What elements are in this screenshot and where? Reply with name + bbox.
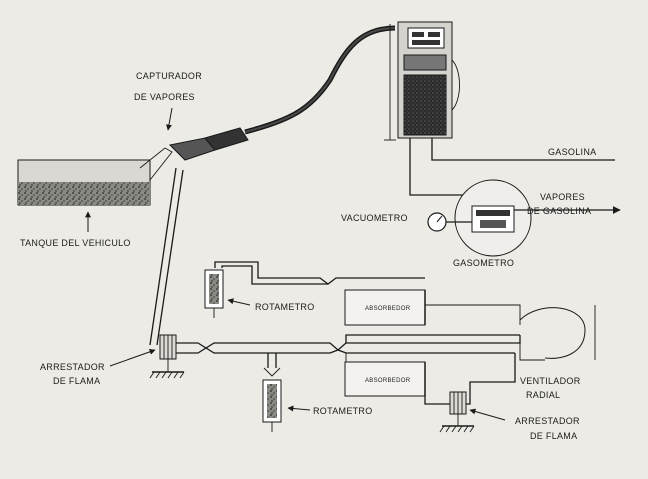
tanque-label: TANQUE DEL VEHICULO [20,238,131,248]
flame-arrester-right [439,391,475,433]
manifold [176,334,521,354]
vapor-capture-nozzle [168,127,249,161]
gas-pump [384,21,460,141]
rotameter-top [204,269,224,318]
arrestador-right-label-line2: DE FLAMA [530,431,577,441]
capturador-label-line2: DE VAPORES [134,92,195,102]
absorbedor-top-label: ABSORBEDOR [365,306,411,312]
radial-fan [519,305,596,361]
vacuometro-label: VACUOMETRO [341,213,408,223]
ventilador-label-line2: RADIAL [526,390,560,400]
vapores-label-line2: DE GASOLINA [527,206,591,216]
gasoline-line [431,138,615,161]
vehicle-tank [17,147,173,206]
absorbedor-bottom-label: ABSORBEDOR [365,378,411,384]
arrestador-left-label-line1: ARRESTADOR [40,362,105,372]
absorber-bottom [344,353,516,405]
fuel-hose [244,25,396,135]
arrestador-right-label-line1: ARRESTADOR [515,416,580,426]
arrestador-left-arrow [109,348,156,367]
capturador-label-line1: CAPTURADOR [136,71,202,81]
pump-to-gasometer-line [409,138,470,196]
rotametro-top-label: ROTAMETRO [255,302,315,312]
gasolina-label: GASOLINA [548,147,596,157]
rotameter-bottom [262,367,282,432]
capturador-arrow [166,107,173,131]
gasometro-label: GASOMETRO [453,258,514,268]
arrestador-left-label-line2: DE FLAMA [53,376,100,386]
vacuometer [427,212,472,232]
lower-branch [267,353,277,368]
sample-line [149,167,184,346]
rotametro-bottom-arrow [287,405,311,412]
flame-arrester-left [149,334,185,379]
ventilador-label-line1: VENTILADOR [520,376,581,386]
upper-branch [214,261,425,285]
rotametro-top-arrow [227,298,251,306]
rotametro-bottom-label: ROTAMETRO [313,406,373,416]
absorber-top [344,289,521,326]
arrestador-right-arrow [469,408,506,421]
gasometer [454,179,532,257]
vapores-label-line1: VAPORES [540,192,585,202]
